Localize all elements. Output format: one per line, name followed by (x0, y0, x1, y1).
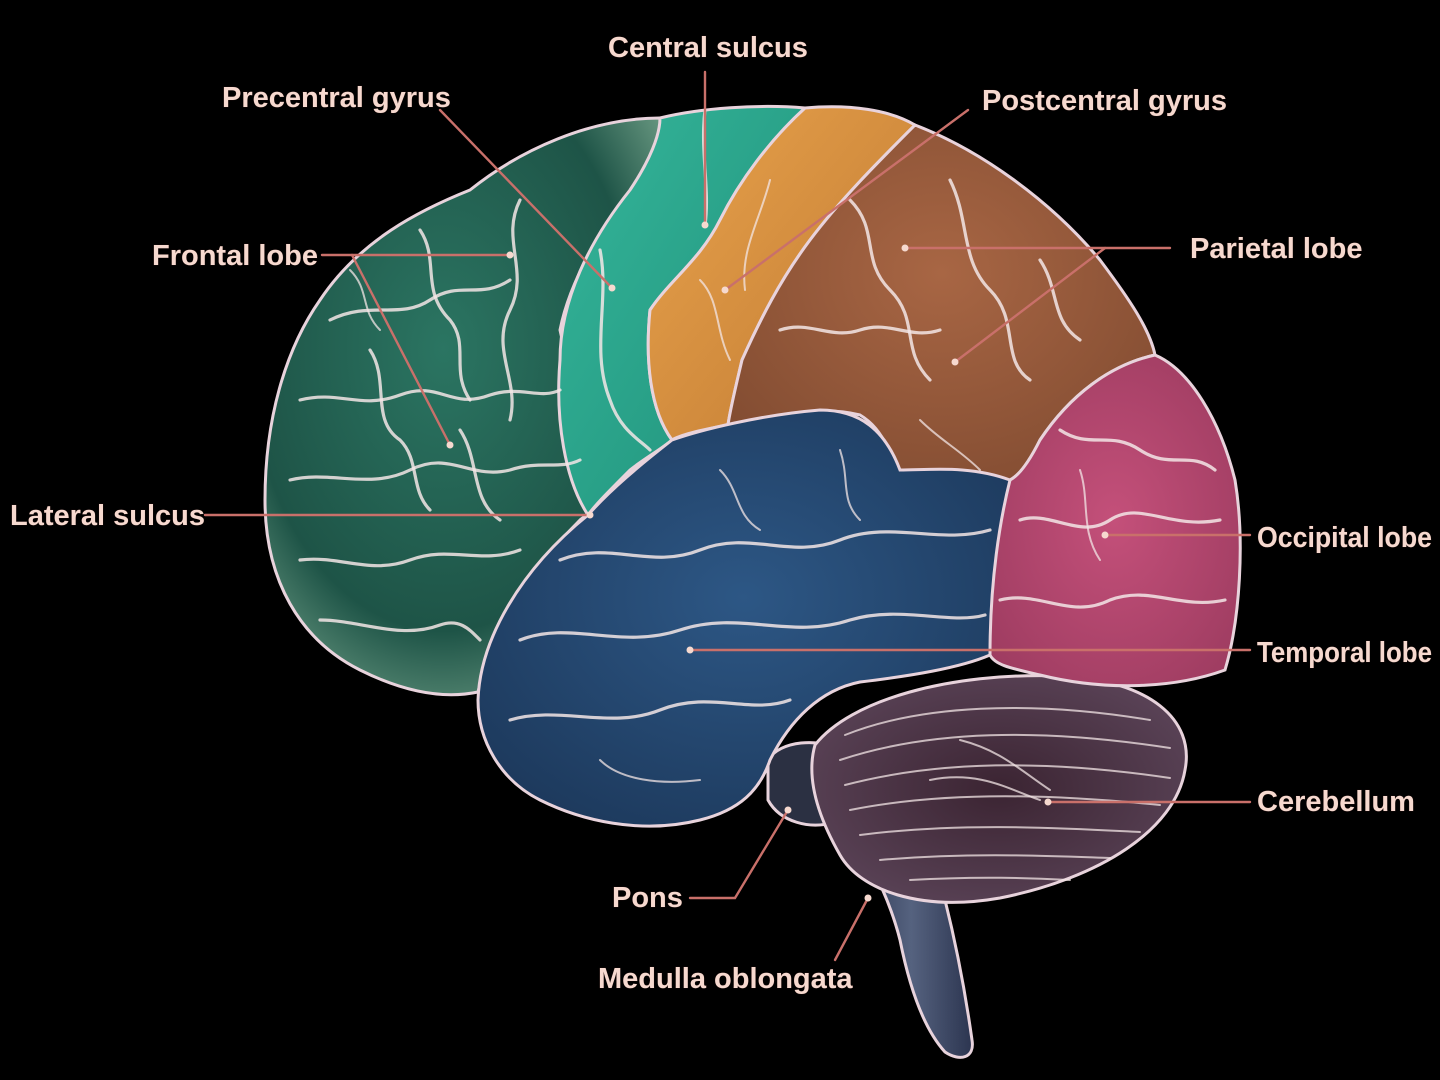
dot-postcentral-gyrus (721, 286, 729, 294)
label-lateral-sulcus: Lateral sulcus (10, 500, 205, 532)
temporal-lobe-shape (476, 408, 1012, 828)
leader-frontal-lobe-2 (350, 253, 452, 447)
leader-precentral-gyrus (438, 108, 614, 290)
label-occipital-lobe: Occipital lobe (1257, 522, 1432, 554)
dot-frontal-lobe (506, 251, 514, 259)
label-precentral-gyrus: Precentral gyrus (222, 82, 451, 114)
leader-postcentral-gyrus (723, 108, 970, 292)
dot-medulla-oblongata (864, 894, 872, 902)
label-pons: Pons (612, 882, 683, 914)
cerebellum-shape (810, 674, 1188, 904)
label-temporal-lobe: Temporal lobe (1257, 637, 1432, 669)
leader-lines (203, 70, 1252, 962)
temporal-gyri (508, 449, 992, 783)
dot-occipital-lobe (1101, 531, 1109, 539)
label-postcentral-gyrus: Postcentral gyrus (982, 85, 1227, 117)
parietal-gyri (778, 178, 1082, 471)
occipital-gyri (998, 428, 1227, 609)
dot-lateral-sulcus (586, 511, 594, 519)
label-frontal-lobe: Frontal lobe (152, 240, 318, 272)
frontal-gyri (288, 198, 582, 642)
dot-precentral-gyrus (608, 284, 616, 292)
label-cerebellum: Cerebellum (1257, 786, 1415, 818)
label-medulla-oblongata: Medulla oblongata (598, 963, 853, 995)
label-central-sulcus: Central sulcus (608, 32, 808, 64)
dot-temporal-lobe (686, 646, 694, 654)
dot-cerebellum (1044, 798, 1052, 806)
dot-parietal-lobe-2 (951, 358, 959, 366)
leader-parietal-lobe-2 (953, 246, 1107, 364)
leader-dots (446, 221, 1109, 902)
frontal-lobe-shape (263, 116, 664, 697)
dot-central-sulcus (701, 221, 709, 229)
dot-parietal-lobe (901, 244, 909, 252)
dot-frontal-lobe-2 (446, 441, 454, 449)
leader-medulla-oblongata (833, 896, 870, 962)
dot-pons (784, 806, 792, 814)
leader-pons (688, 808, 790, 900)
label-parietal-lobe: Parietal lobe (1190, 233, 1362, 265)
